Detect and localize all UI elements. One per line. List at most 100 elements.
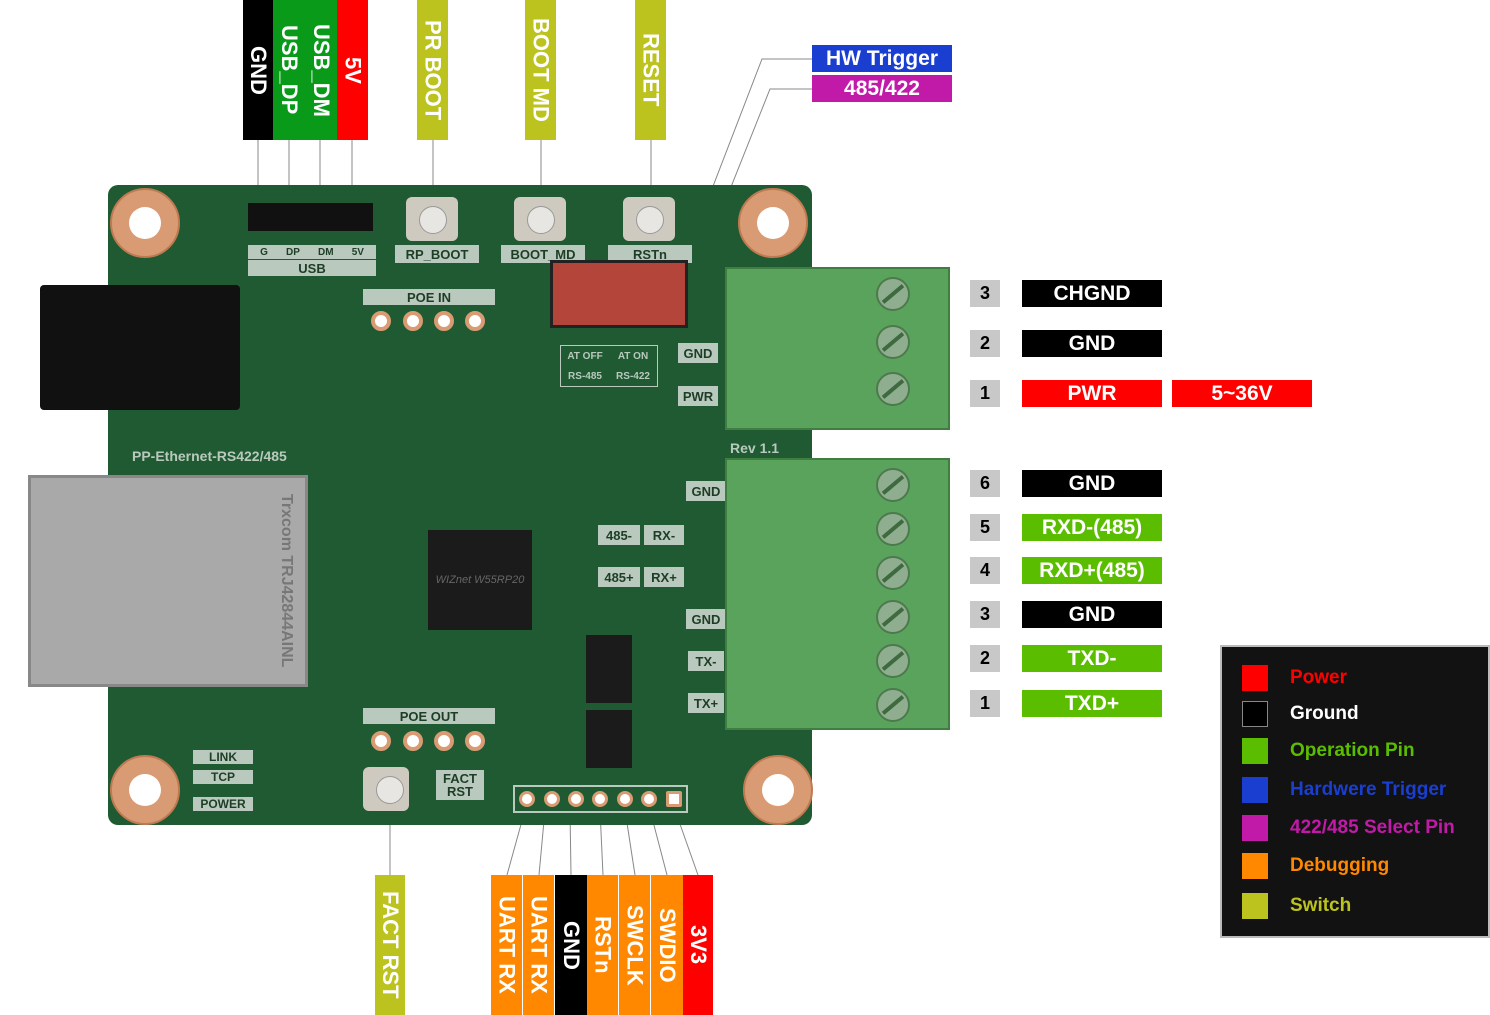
poe-pad xyxy=(403,311,423,331)
pin-label-gnd: GND xyxy=(1022,470,1162,497)
poe-pad xyxy=(403,731,423,751)
485-plus-silk: 485+ xyxy=(598,567,640,587)
rp-boot-button[interactable] xyxy=(406,197,458,241)
rp-boot-silk: RP_BOOT xyxy=(395,245,479,263)
switch-label-reset: RESET xyxy=(635,0,666,140)
screw-icon[interactable] xyxy=(876,512,910,546)
legend-item-select: 422/485 Select Pin xyxy=(1242,815,1455,841)
screw-icon[interactable] xyxy=(876,277,910,311)
tcp-led-silk: TCP xyxy=(193,770,253,784)
pin-number: 3 xyxy=(970,280,1000,307)
pin-label-gnd: GND xyxy=(243,0,273,140)
pin-number: 1 xyxy=(970,690,1000,717)
485-minus-silk: 485- xyxy=(598,525,640,545)
board-name-silk: PP-Ethernet-RS422/485 xyxy=(132,448,287,464)
poe-in-silk: POE IN xyxy=(363,289,495,305)
power-led-silk: POWER xyxy=(193,797,253,811)
pin-number: 2 xyxy=(970,645,1000,672)
mount-hole xyxy=(110,188,180,258)
legend-item-switch: Switch xyxy=(1242,893,1351,919)
gnd-silk: GND xyxy=(678,343,718,363)
rx-plus-silk: RX+ xyxy=(644,567,684,587)
legend-item-trigger: Hardwere Trigger xyxy=(1242,777,1446,803)
gnd-silk-2: GND xyxy=(686,481,726,501)
screw-icon[interactable] xyxy=(876,372,910,406)
usb-silk: USB xyxy=(248,260,376,276)
pin-label-rxd-minus: RXD-(485) xyxy=(1022,514,1162,541)
pin-number: 6 xyxy=(970,470,1000,497)
pin-number: 3 xyxy=(970,601,1000,628)
legend-item-operation: Operation Pin xyxy=(1242,738,1415,764)
pin-label-3v3: 3V3 xyxy=(683,875,713,1015)
screw-icon[interactable] xyxy=(876,688,910,722)
tx-plus-silk: TX+ xyxy=(688,693,724,713)
poe-out-silk: POE OUT xyxy=(363,708,495,724)
rstn-silk: RSTn xyxy=(608,245,692,263)
pin-label-pwr: PWR xyxy=(1022,380,1162,407)
screw-icon[interactable] xyxy=(876,556,910,590)
pin-label-5v: 5V xyxy=(337,0,368,140)
serial-terminal-block xyxy=(725,458,950,730)
poe-pad xyxy=(465,311,485,331)
poe-pad xyxy=(434,311,454,331)
pin-number: 5 xyxy=(970,514,1000,541)
legend-item-debug: Debugging xyxy=(1242,853,1389,879)
rx-minus-silk: RX- xyxy=(644,525,684,545)
switch-label-fact-rst: FACT RST xyxy=(375,875,405,1015)
revision-silk: Rev 1.1 xyxy=(730,440,780,456)
mode-select-label: 485/422 xyxy=(812,75,952,102)
pin-label-uart-rx-2: UART RX xyxy=(523,875,555,1015)
screw-icon[interactable] xyxy=(876,325,910,359)
pin-label-txd-plus: TXD+ xyxy=(1022,690,1162,717)
pin-label-txd-minus: TXD- xyxy=(1022,645,1162,672)
power-terminal-block xyxy=(725,267,950,430)
pin-label-usb-dp: USB_DP xyxy=(273,0,305,140)
gnd-silk-3: GND xyxy=(686,609,726,629)
voltage-range-label: 5~36V xyxy=(1172,380,1312,407)
pin-label-uart-rx: UART RX xyxy=(491,875,523,1015)
pin-label-gnd: GND xyxy=(1022,601,1162,628)
screw-icon[interactable] xyxy=(876,600,910,634)
transceiver-chip xyxy=(586,635,632,703)
screw-icon[interactable] xyxy=(876,468,910,502)
rj45-jack: Trxcom TRJ42844AINL xyxy=(28,475,308,687)
pin-number: 1 xyxy=(970,380,1000,407)
debug-header xyxy=(513,785,688,813)
poe-pad xyxy=(371,311,391,331)
poe-pad xyxy=(434,731,454,751)
w55rp20-chip: WIZnet W55RP20 xyxy=(428,530,532,630)
boot-md-silk: BOOT_MD xyxy=(501,245,585,263)
fact-rst-button[interactable] xyxy=(363,767,409,811)
usb-header xyxy=(248,203,373,231)
legend-item-power: Power xyxy=(1242,665,1347,691)
pin-label-gnd: GND xyxy=(1022,330,1162,357)
poe-pad xyxy=(465,731,485,751)
tx-minus-silk: TX- xyxy=(688,651,724,671)
legend: Power Ground Operation Pin Hardwere Trig… xyxy=(1220,645,1490,938)
pwr-silk: PWR xyxy=(678,386,718,406)
transceiver-chip xyxy=(586,710,632,768)
mount-hole xyxy=(110,755,180,825)
pin-label-swclk: SWCLK xyxy=(619,875,651,1015)
hw-trigger-label: HW Trigger xyxy=(812,45,952,72)
pin-label-chgnd: CHGND xyxy=(1022,280,1162,307)
switch-label-pr-boot: PR BOOT xyxy=(417,0,448,140)
pin-label-usb-dm: USB_DM xyxy=(305,0,337,140)
mode-switch[interactable] xyxy=(550,260,688,328)
pin-label-gnd: GND xyxy=(555,875,587,1015)
mount-hole xyxy=(743,755,813,825)
boot-md-button[interactable] xyxy=(514,197,566,241)
dc-jack xyxy=(40,285,240,410)
switch-label-boot-md: BOOT MD xyxy=(525,0,556,140)
poe-pad xyxy=(371,731,391,751)
mount-hole xyxy=(738,188,808,258)
link-led-silk: LINK xyxy=(193,750,253,764)
screw-icon[interactable] xyxy=(876,644,910,678)
pin-number: 4 xyxy=(970,557,1000,584)
reset-button[interactable] xyxy=(623,197,675,241)
legend-item-ground: Ground xyxy=(1242,701,1359,727)
fact-rst-silk: FACT RST xyxy=(436,770,484,800)
pin-label-rstn: RSTn xyxy=(587,875,619,1015)
